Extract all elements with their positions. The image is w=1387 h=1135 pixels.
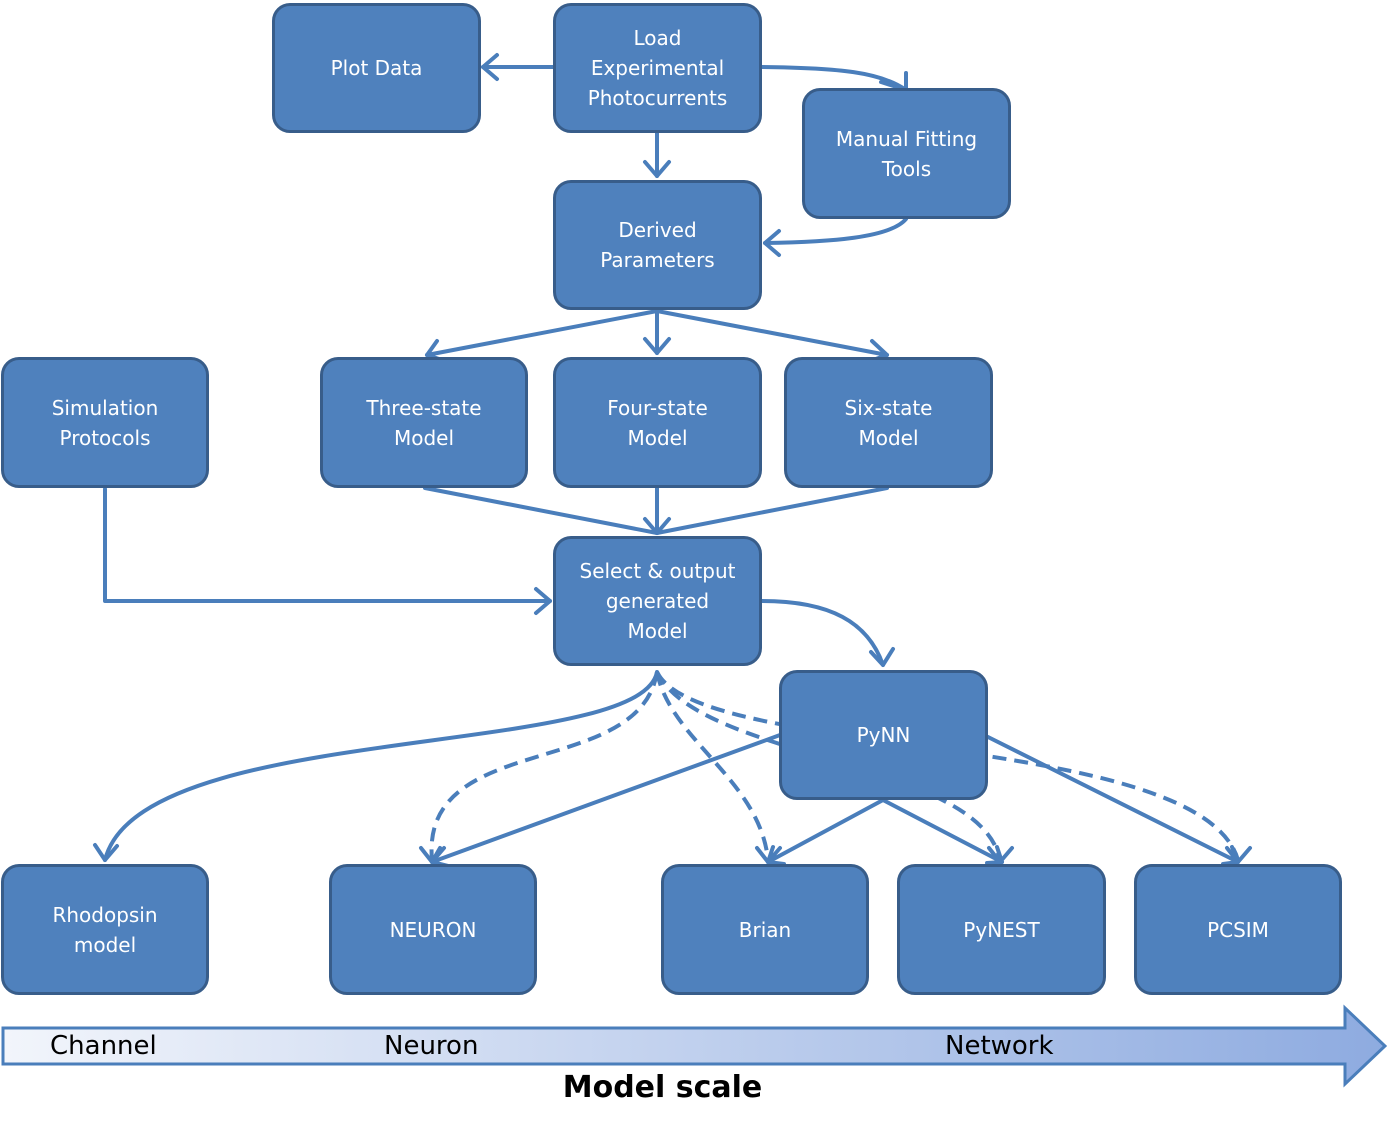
brian-label: Brian — [738, 917, 792, 942]
arrowhead — [643, 160, 671, 178]
edge-select-to-brian-dashed — [655, 671, 770, 861]
edge-pynn-to-neuron — [430, 733, 782, 864]
edge-load-to-manual — [760, 65, 908, 92]
derived-parameters-node: Derived Parameters — [553, 180, 762, 310]
rhodopsin-model-label: Rhodopsin model — [52, 902, 158, 957]
manual-fitting-label: Manual Fitting Tools — [835, 126, 978, 181]
edge-three-to-select — [423, 486, 659, 535]
arrowhead — [419, 846, 446, 866]
three-state-model-node: Three-state Model — [320, 357, 528, 488]
four-state-model-label: Four-state Model — [607, 395, 708, 450]
edge-derived-to-three — [425, 309, 659, 357]
edge-derived-to-six — [655, 309, 889, 357]
arrowhead — [481, 53, 499, 81]
edge-six-to-select — [655, 486, 889, 535]
load-photocurrents-label: Load Experimental Photocurrents — [587, 26, 728, 110]
edge-pynn-to-pcsim — [986, 735, 1240, 864]
edge-pynn-to-pynest — [881, 798, 1004, 864]
model-scale-title: Model scale — [562, 1070, 763, 1105]
brian-node: Brian — [661, 864, 869, 995]
pynn-label: PyNN — [856, 723, 911, 747]
four-state-model-node: Four-state Model — [553, 357, 762, 488]
scale-label-network: Network — [945, 1031, 1054, 1061]
arrowhead — [534, 587, 552, 615]
manual-fitting-node: Manual Fitting Tools — [802, 88, 1011, 219]
load-photocurrents-node: Load Experimental Photocurrents — [553, 3, 762, 133]
arrowhead — [763, 229, 781, 257]
neuron-label: NEURON — [389, 917, 477, 942]
edge-select-to-neuron-dashed — [429, 671, 659, 861]
arrowhead — [987, 846, 1014, 866]
pynest-node: PyNEST — [897, 864, 1106, 995]
arrowhead — [1225, 846, 1252, 866]
plot-data-label: Plot Data — [330, 56, 423, 80]
simulation-protocols-node: Simulation Protocols — [1, 357, 209, 488]
scale-label-neuron: Neuron — [384, 1031, 479, 1061]
neuron-node: NEURON — [329, 864, 537, 995]
plot-data-node: Plot Data — [272, 3, 481, 133]
pcsim-node: PCSIM — [1134, 864, 1342, 995]
arrowhead — [93, 843, 119, 862]
select-output-node: Select & output generated Model — [553, 536, 762, 666]
pcsim-label: PCSIM — [1207, 917, 1269, 942]
three-state-model-label: Three-state Model — [366, 395, 482, 450]
edge-select-to-rhodopsin — [103, 670, 659, 862]
edge-simulation-to-select — [103, 487, 552, 603]
arrowhead — [643, 337, 671, 355]
six-state-model-node: Six-state Model — [784, 357, 993, 488]
derived-parameters-label: Derived Parameters — [600, 218, 715, 272]
arrowhead — [755, 846, 782, 866]
scale-label-channel: Channel — [50, 1031, 157, 1061]
simulation-protocols-label: Simulation Protocols — [51, 395, 159, 450]
pynest-label: PyNEST — [963, 917, 1040, 942]
arrowhead — [643, 517, 671, 535]
edge-manual-to-derived — [763, 217, 908, 245]
six-state-model-label: Six-state Model — [844, 395, 933, 450]
select-output-label: Select & output generated Model — [579, 559, 736, 643]
rhodopsin-model-node: Rhodopsin model — [1, 864, 209, 995]
pynn-node: PyNN — [779, 670, 988, 800]
edge-pynn-to-brian — [766, 798, 885, 864]
arrowhead — [869, 647, 895, 667]
edge-select-to-pynn — [760, 599, 885, 667]
